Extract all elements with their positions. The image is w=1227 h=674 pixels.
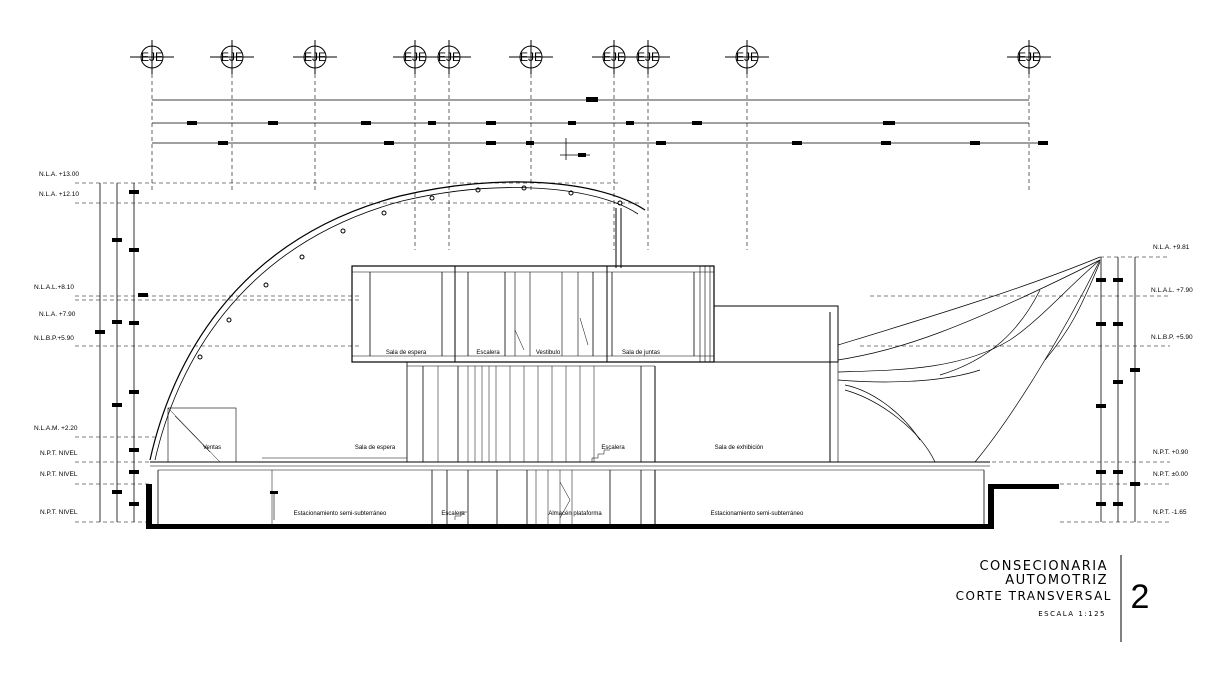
axis-marker: EJE — [210, 40, 254, 74]
axis-marker: EJE — [592, 40, 636, 74]
axis-marker: EJE — [393, 40, 437, 74]
axis-label: EJE — [141, 50, 163, 64]
axis-label: EJE — [404, 50, 426, 64]
right-dimension-column — [1096, 257, 1140, 522]
basement — [146, 469, 1059, 529]
ground-floor — [150, 362, 990, 467]
level-label: N.P.T. NIVEL — [40, 471, 78, 478]
curved-roof — [149, 181, 646, 461]
scale-label: ESCALA 1:125 — [1038, 610, 1106, 618]
level-label: N.P.T. ±0.00 — [1153, 471, 1188, 478]
room-label: Estacionamiento semi-subterráneo — [294, 511, 387, 517]
axis-marker: EJE — [130, 40, 174, 74]
sheet-number: 2 — [1131, 578, 1150, 616]
right-level-labels: N.L.A. +9.81 N.L.A.L. +7.90 N.L.B.P. +5.… — [1151, 244, 1193, 516]
axis-label: EJE — [637, 50, 659, 64]
axis-marker: EJE — [293, 40, 337, 74]
axis-label: EJE — [736, 50, 758, 64]
basement-room-labels: Estacionamiento semi-subterráneo Escaler… — [294, 511, 804, 517]
axis-marker: EJE — [509, 40, 553, 74]
left-dimension-column — [95, 183, 148, 522]
level-label: N.L.A. +13.00 — [39, 171, 79, 178]
upper-volume — [351, 265, 839, 462]
level-label: N.L.A.L.+8.10 — [34, 284, 74, 291]
title-line-3: CORTE TRANSVERSAL — [956, 589, 1112, 603]
level-label: N.L.B.P. +5.90 — [1151, 334, 1193, 341]
title-line-2: AUTOMOTRIZ — [1005, 573, 1108, 588]
axis-marker: EJE — [427, 40, 471, 74]
axis-markers: EJE EJE EJE EJE EJE EJE EJE EJE — [130, 40, 1051, 74]
room-label: Sala de exhibición — [715, 445, 764, 451]
axis-label: EJE — [304, 50, 326, 64]
level-label: N.L.A. +7.90 — [39, 311, 76, 318]
level-lines — [75, 182, 1170, 523]
room-label: Escalera — [601, 445, 625, 451]
room-label: Estacionamiento semi-subterráneo — [711, 511, 804, 517]
level-label: N.P.T. -1.65 — [1153, 509, 1187, 516]
room-label: Vestibulo — [536, 350, 561, 356]
axis-marker: EJE — [725, 40, 769, 74]
axis-label: EJE — [1018, 50, 1040, 64]
axis-label: EJE — [603, 50, 625, 64]
room-label: Escalera — [476, 350, 500, 356]
room-label: Escalera — [441, 511, 465, 517]
room-label: Sala de juntas — [622, 350, 660, 356]
axis-marker: EJE — [626, 40, 670, 74]
right-canopy — [837, 256, 1101, 463]
room-label: Almacén plataforma — [548, 511, 602, 517]
level-label: N.L.A.M. +2.20 — [34, 425, 78, 432]
level-label: N.P.T. +0.90 — [1153, 449, 1188, 456]
title-line-1: CONSECIONARIA — [979, 559, 1108, 574]
ground-room-labels: Ventas Sala de espera Escalera Sala de e… — [203, 445, 764, 451]
level-label: N.P.T. NIVEL — [40, 450, 78, 457]
upper-room-labels: Sala de espera Escalera Vestibulo Sala d… — [386, 350, 660, 356]
axis-label: EJE — [438, 50, 460, 64]
level-label: N.L.A. +9.81 — [1153, 244, 1190, 251]
level-label: N.L.B.P.+5.90 — [34, 335, 74, 342]
axis-marker: EJE — [1007, 40, 1051, 74]
axis-label: EJE — [520, 50, 542, 64]
level-label: N.L.A. +12.10 — [39, 191, 79, 198]
axis-label: EJE — [221, 50, 243, 64]
room-label: Sala de espera — [386, 350, 427, 356]
axis-lines — [151, 74, 1030, 250]
level-label: N.P.T. NIVEL — [40, 509, 78, 516]
title-block: CONSECIONARIA AUTOMOTRIZ CORTE TRANSVERS… — [956, 555, 1150, 642]
left-level-labels: N.L.A. +13.00 N.L.A. +12.10 N.L.A.L.+8.1… — [34, 171, 79, 516]
level-label: N.L.A.L. +7.90 — [1151, 287, 1193, 294]
room-label: Sala de espera — [355, 445, 396, 451]
dimension-lines — [152, 97, 1048, 160]
room-label: Ventas — [203, 445, 221, 451]
